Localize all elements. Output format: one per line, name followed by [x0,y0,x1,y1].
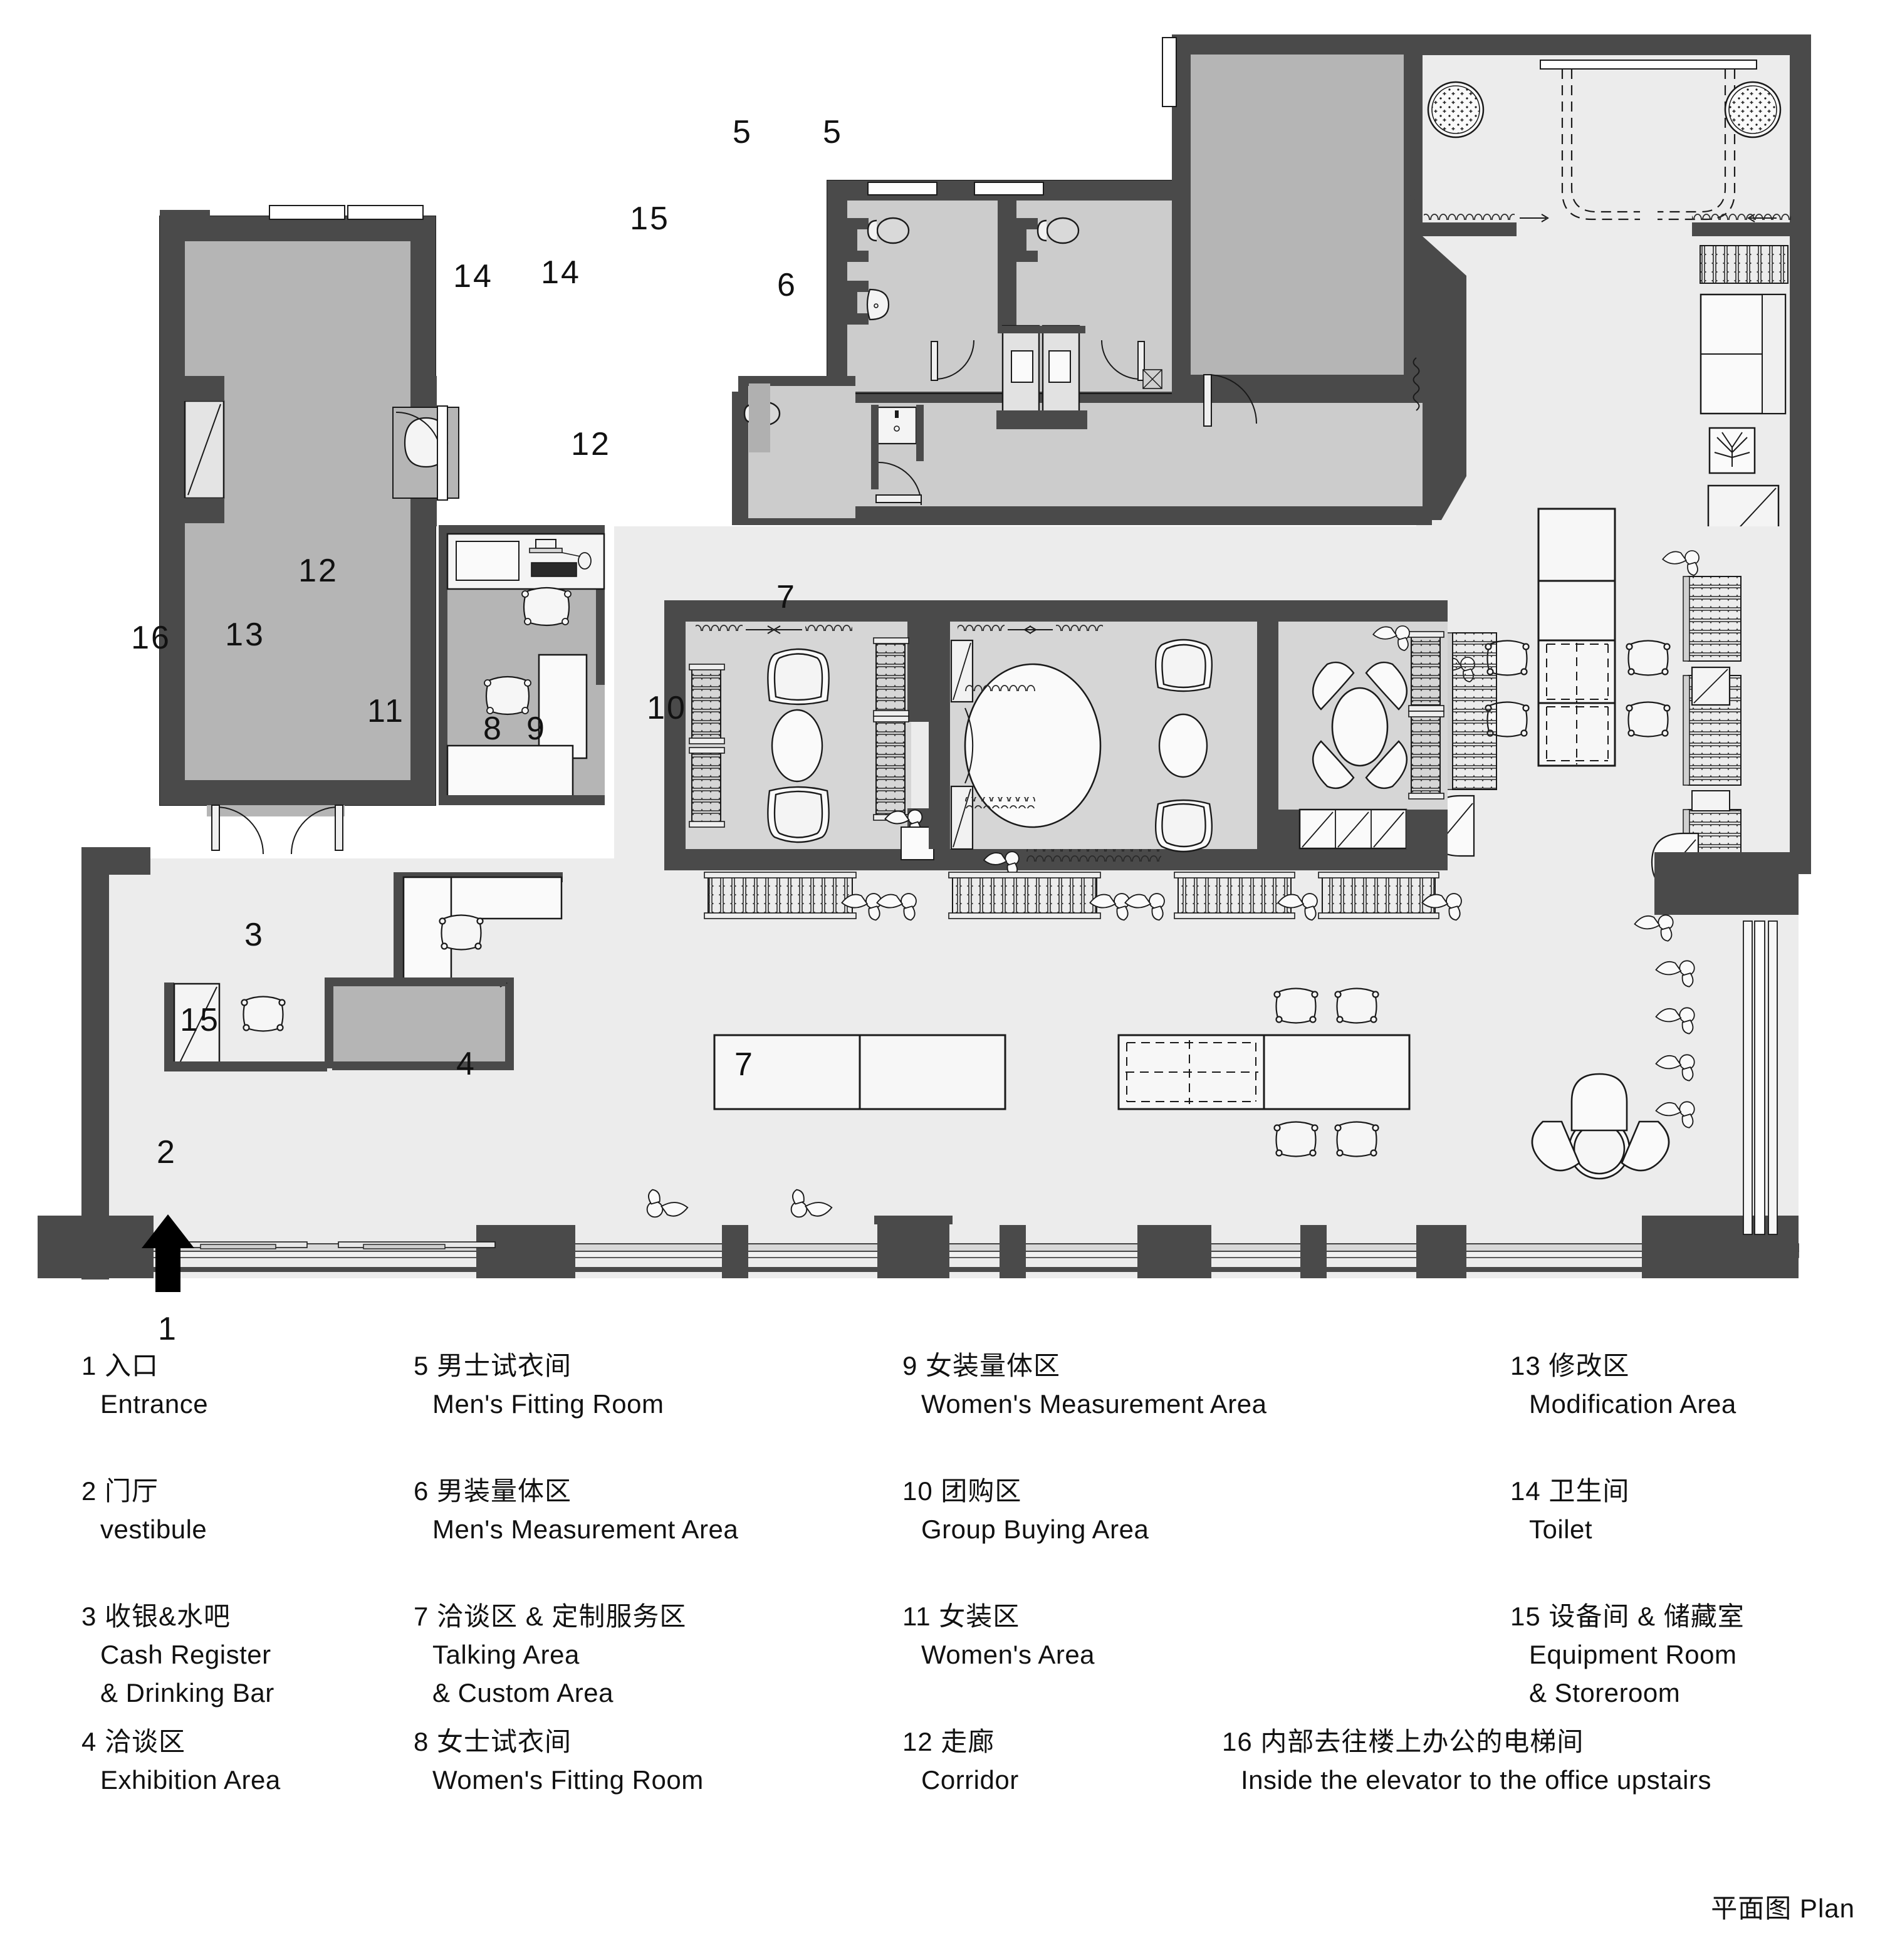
legend-en-8-1: Women's Fitting Room [432,1765,704,1795]
legend-en-16-1: Inside the elevator to the office upstai… [1241,1765,1711,1795]
legend-en-13-1: Modification Area [1529,1389,1736,1419]
legend-zh-13: 13 修改区 [1510,1351,1630,1380]
plan-svg: 16 13 12 12 14 14 15 5 5 6 11 89 10 7 7 3 15 2 4 1 [38,34,1811,1347]
plan-caption: 平面图 Plan [1711,1894,1855,1923]
legend-en-1-1: Entrance [100,1389,209,1419]
legend-en-15-2: & Storeroom [1529,1677,1681,1707]
legend-item-10: 10 团购区 Group Buying Area [902,1473,1149,1549]
legend-en-11-1: Women's Area [921,1639,1095,1669]
legend-item-11: 11 女装区 Women's Area [902,1598,1095,1674]
room-number-6: 6 [777,267,797,303]
room-number-9: 9 [526,711,546,747]
legend-zh-12: 12 走廊 [902,1727,995,1756]
right-glass-wall [1743,920,1778,1235]
room-number-14: 14 [541,254,581,291]
room-number-5: 5 [823,114,843,150]
legend-item-7: 7 洽谈区 & 定制服务区 Talking Area & Custom Area [414,1598,686,1712]
legend-en-3-1: Cash Register [100,1639,271,1669]
room-13-modification [439,525,605,805]
legend-item-14: 14 卫生间 Toilet [1510,1473,1629,1549]
room-number-15: 15 [180,1002,220,1038]
legend-en-14-1: Toilet [1529,1514,1593,1544]
legend-zh-1: 1 入口 [81,1351,159,1380]
room-number-15: 15 [630,201,670,237]
room-number-3: 3 [244,917,264,953]
room-number-4: 4 [456,1046,476,1082]
room-number-8: 8 [483,711,503,747]
room-number-1: 1 [158,1311,178,1347]
center-rooms [664,600,1448,876]
legend-item-4: 4 洽谈区 Exhibition Area [81,1723,281,1800]
legend-item-15: 15 设备间 & 储藏室 Equipment Room & Storeroom [1510,1598,1745,1712]
room-number-5: 5 [733,114,753,150]
room-number-12: 12 [571,426,611,462]
legend: 1 入口 Entrance 2 门厅 vestibule 3 收银&水吧 Cash Reg… [0,1347,1880,1874]
room-16-elevator [159,205,459,855]
lower-showroom [38,847,1799,1280]
legend-item-5: 5 男士试衣间 Men's Fitting Room [414,1347,664,1424]
upper-block [732,34,1811,874]
legend-zh-10: 10 团购区 [902,1476,1022,1506]
legend-en-7-1: Talking Area [432,1639,580,1669]
room-number-7: 7 [776,579,796,615]
room-number-14: 14 [453,258,493,295]
legend-item-3: 3 收银&水吧 Cash Register & Drinking Bar [81,1598,274,1712]
entrance-arrow [142,1214,194,1292]
room-number-13: 13 [225,617,265,653]
room-number-7: 7 [734,1046,755,1083]
legend-zh-8: 8 女士试衣间 [414,1727,572,1756]
legend-zh-4: 4 洽谈区 [81,1727,186,1756]
legend-en-6-1: Men's Measurement Area [432,1514,739,1544]
rack-band [704,872,1462,921]
right-strip-7 [1428,508,1790,892]
legend-en-9-1: Women's Measurement Area [921,1389,1267,1419]
entrance-door [150,1241,496,1249]
legend-zh-16: 16 内部去往楼上办公的电梯间 [1222,1727,1584,1756]
legend-zh-3: 3 收银&水吧 [81,1602,231,1631]
legend-zh-5: 5 男士试衣间 [414,1351,572,1380]
legend-en-15-1: Equipment Room [1529,1639,1737,1669]
room-number-12: 12 [298,553,338,589]
legend-zh-6: 6 男装量体区 [414,1476,572,1506]
legend-item-2: 2 门厅 vestibule [81,1473,207,1549]
legend-zh-14: 14 卫生间 [1510,1476,1630,1506]
legend-zh-2: 2 门厅 [81,1476,159,1506]
room-number-2: 2 [157,1134,177,1170]
legend-item-12: 12 走廊 Corridor [902,1723,1019,1800]
legend-zh-15: 15 设备间 & 储藏室 [1510,1602,1745,1631]
room-number-16: 16 [131,620,171,656]
legend-item-6: 6 男装量体区 Men's Measurement Area [414,1473,738,1549]
legend-zh-7: 7 洽谈区 & 定制服务区 [414,1602,687,1631]
legend-en-10-1: Group Buying Area [921,1514,1149,1544]
room-number-11: 11 [367,693,405,729]
legend-item-1: 1 入口 Entrance [81,1347,208,1424]
legend-zh-9: 9 女装量体区 [902,1351,1061,1380]
legend-en-3-2: & Drinking Bar [100,1677,274,1707]
legend-en-4-1: Exhibition Area [100,1765,281,1795]
room-number-10: 10 [647,690,687,726]
legend-zh-11: 11 女装区 [902,1602,1020,1631]
legend-en-5-1: Men's Fitting Room [432,1389,664,1419]
legend-en-2-1: vestibule [100,1514,207,1544]
legend-item-8: 8 女士试衣间 Women's Fitting Room [414,1723,704,1800]
legend-item-13: 13 修改区 Modification Area [1510,1347,1736,1424]
legend-item-9: 9 女装量体区 Women's Measurement Area [902,1347,1266,1424]
legend-item-16: 16 内部去往楼上办公的电梯间 Inside the elevator to th… [1222,1723,1711,1800]
legend-en-7-2: & Custom Area [432,1677,614,1707]
legend-en-12-1: Corridor [921,1765,1019,1795]
